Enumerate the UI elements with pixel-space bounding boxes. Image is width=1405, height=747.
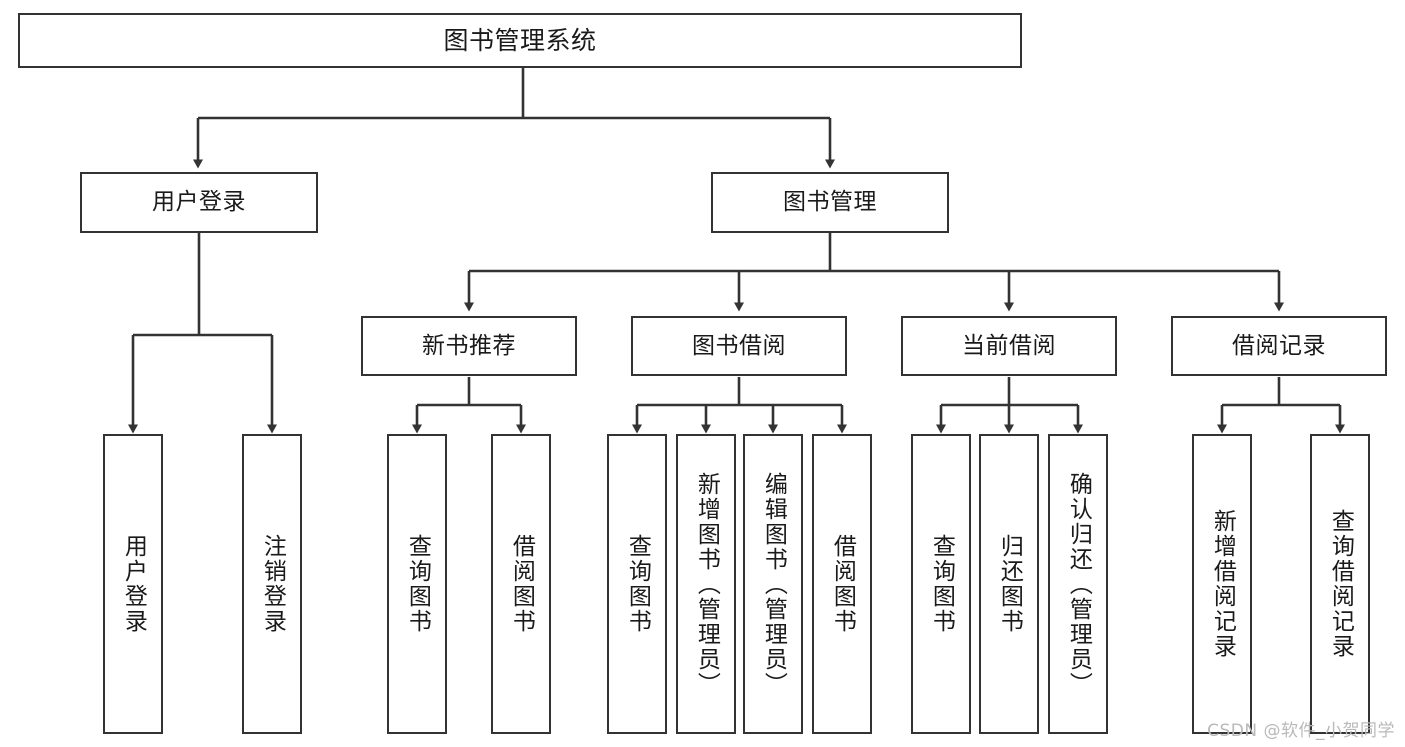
node-leaf-book-borrow-borrow[interactable]: 借阅图书 (812, 434, 872, 734)
node-label: 查询借阅记录 (1327, 509, 1354, 659)
node-leaf-book-borrow-edit[interactable]: 编辑图书（管理员） (743, 434, 803, 734)
watermark-text: CSDN @软件_小贺同学 (1207, 721, 1395, 741)
node-label: 图书管理系统 (443, 26, 597, 55)
node-label: 图书借阅 (692, 332, 786, 359)
node-leaf-borrow-record-query[interactable]: 查询借阅记录 (1310, 434, 1370, 734)
node-borrow-record[interactable]: 借阅记录 (1171, 316, 1387, 376)
node-label: 图书管理 (783, 189, 877, 216)
node-label: 编辑图书（管理员） (760, 471, 787, 697)
node-leaf-new-book-query[interactable]: 查询图书 (387, 434, 447, 734)
node-leaf-new-book-borrow[interactable]: 借阅图书 (491, 434, 551, 734)
node-leaf-borrow-record-add[interactable]: 新增借阅记录 (1192, 434, 1252, 734)
node-leaf-current-borrow-confirm[interactable]: 确认归还（管理员） (1048, 434, 1108, 734)
node-book-borrow[interactable]: 图书借阅 (631, 316, 847, 376)
node-book-manage[interactable]: 图书管理 (711, 172, 949, 233)
node-label: 借阅图书 (508, 534, 535, 634)
node-label: 用户登录 (152, 189, 246, 216)
node-leaf-user-login-logout[interactable]: 注销登录 (242, 434, 302, 734)
node-user-login[interactable]: 用户登录 (80, 172, 318, 233)
node-new-book-recommend[interactable]: 新书推荐 (361, 316, 577, 376)
node-label: 查询图书 (624, 534, 651, 634)
node-label: 当前借阅 (962, 332, 1056, 359)
node-leaf-book-borrow-query[interactable]: 查询图书 (607, 434, 667, 734)
node-label: 用户登录 (120, 534, 147, 634)
node-leaf-book-borrow-add[interactable]: 新增图书（管理员） (676, 434, 736, 734)
node-label: 借阅图书 (829, 534, 856, 634)
node-current-borrow[interactable]: 当前借阅 (901, 316, 1117, 376)
node-label: 借阅记录 (1232, 332, 1326, 359)
node-leaf-current-borrow-return[interactable]: 归还图书 (979, 434, 1039, 734)
node-label: 查询图书 (404, 534, 431, 634)
node-label: 新增图书（管理员） (693, 471, 720, 697)
node-label: 查询图书 (928, 534, 955, 634)
node-label: 归还图书 (996, 534, 1023, 634)
node-label: 确认归还（管理员） (1065, 471, 1092, 697)
node-root-system[interactable]: 图书管理系统 (18, 13, 1022, 68)
node-leaf-user-login-login[interactable]: 用户登录 (103, 434, 163, 734)
node-label: 新增借阅记录 (1209, 509, 1236, 659)
node-label: 新书推荐 (422, 332, 516, 359)
node-leaf-current-borrow-query[interactable]: 查询图书 (911, 434, 971, 734)
node-label: 注销登录 (259, 534, 286, 634)
